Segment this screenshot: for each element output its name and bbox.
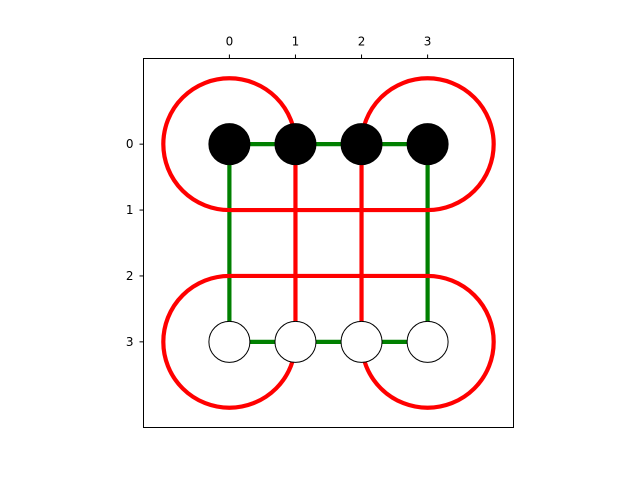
loops-layer xyxy=(161,76,496,410)
red-loop xyxy=(161,76,298,213)
y-tick-label: 1 xyxy=(126,203,134,217)
x-tick-label: 3 xyxy=(424,35,432,49)
empty-node xyxy=(406,320,449,363)
x-tick-label: 1 xyxy=(292,35,300,49)
plot-frame xyxy=(143,58,514,428)
nodes-layer xyxy=(208,123,449,363)
red-loop xyxy=(359,273,496,410)
empty-node xyxy=(274,320,317,363)
y-tick-label: 2 xyxy=(126,269,134,283)
filled-node xyxy=(208,123,251,166)
ticks-layer: 0 1 2 3 0 1 2 3 xyxy=(126,35,432,349)
edges-layer xyxy=(227,142,430,344)
y-tick-label: 0 xyxy=(126,137,134,151)
red-loop xyxy=(359,76,496,213)
y-tick-label: 3 xyxy=(126,335,134,349)
x-tick-label: 0 xyxy=(226,35,234,49)
empty-node xyxy=(208,320,251,363)
red-loop xyxy=(161,273,298,410)
filled-node xyxy=(406,123,449,166)
filled-node xyxy=(340,123,383,166)
empty-node xyxy=(340,320,383,363)
filled-node xyxy=(274,123,317,166)
x-tick-label: 2 xyxy=(358,35,366,49)
